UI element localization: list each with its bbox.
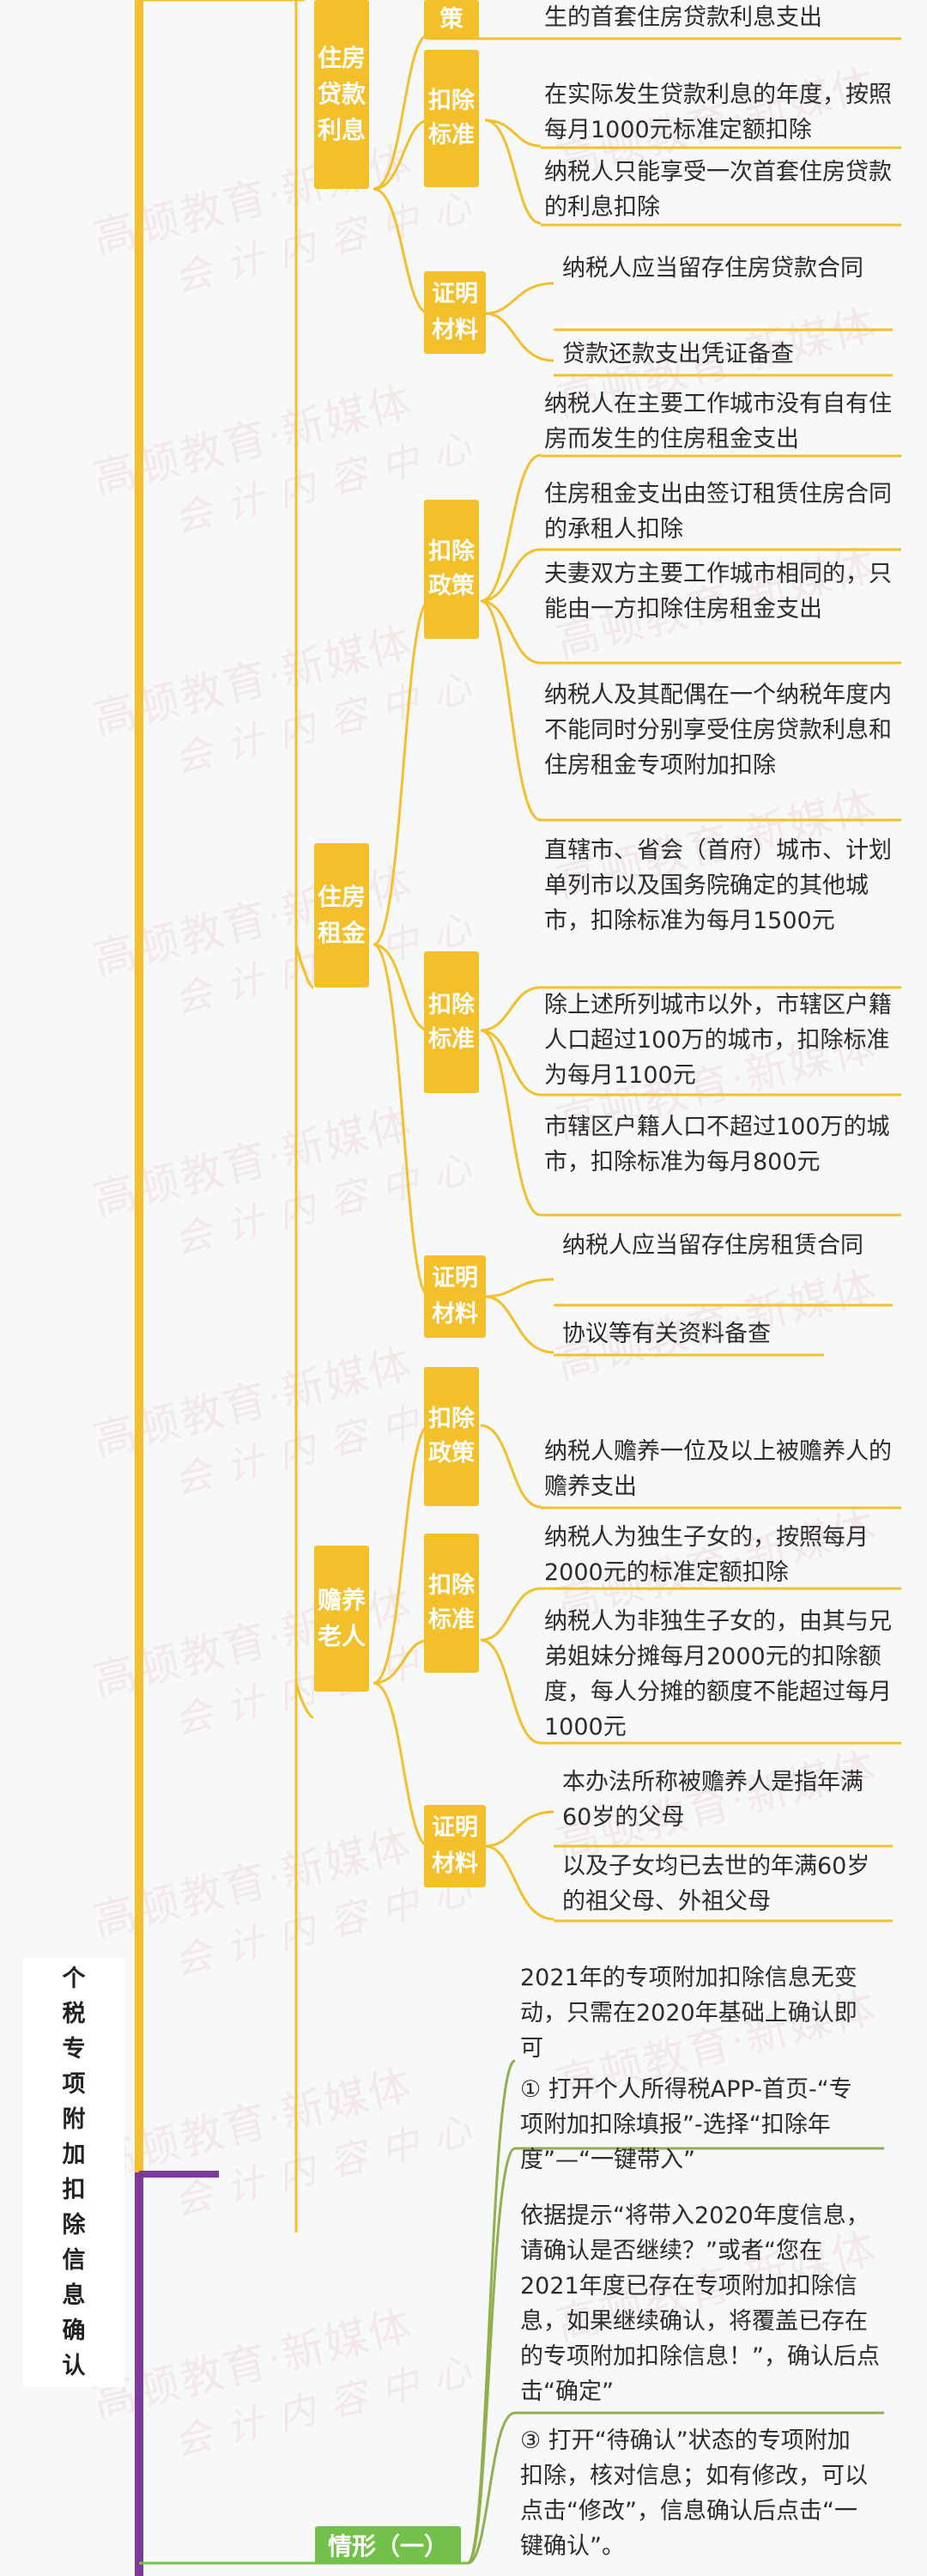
branch-line: [373, 187, 430, 315]
category-label: 赡养老人: [317, 1586, 366, 1650]
leaf-rent-policy-1: 纳税人在主要工作城市没有自有住房而发生的住房租金支出: [544, 391, 892, 453]
label-text: 扣除政策: [428, 1406, 475, 1467]
branch-line: [480, 1029, 542, 1097]
branch-line: [484, 118, 542, 148]
root-topic: 个税专项附加扣除信息确认: [23, 1958, 124, 2387]
label-standard: 扣除标准: [424, 951, 479, 1093]
label-policy: 扣除政策: [424, 500, 479, 639]
category-mortgage: 住房贷款利息: [314, 0, 369, 189]
label-policy: 扣除政策: [424, 1367, 479, 1506]
leaf-rent-evidence-1: 纳税人应当留存住房租赁合同: [562, 1232, 863, 1259]
leaf-rent-standard-1: 直辖市、省会（首府）城市、计划单列市以及国务院确定的其他城市，扣除标准为每月15…: [544, 837, 892, 934]
leaf-rent-standard-2: 除上述所列城市以外，市辖区户籍人口超过100万的城市，扣除标准为每月1100元: [544, 992, 892, 1089]
leaf-elderly-standard-1: 纳税人为独生子女的，按照每月2000元的标准定额扣除: [544, 1524, 869, 1586]
category-elderly: 赡养老人: [314, 1546, 369, 1692]
branch-line: [373, 118, 430, 191]
branch-line: [480, 599, 542, 665]
leaf-elderly-standard-2: 纳税人为非独生子女的，由其与兄弟姐妹分摊每月2000元的扣除额度，每人分摊的额度…: [544, 1608, 892, 1741]
branch-line: [480, 599, 542, 822]
branch-line: [484, 282, 554, 315]
label-evidence: 证明材料: [424, 1805, 486, 1887]
branch-line: [373, 33, 430, 191]
scenario-tag: 情形（一）: [315, 2526, 461, 2564]
branch-line: [373, 1681, 430, 1848]
branch-line: [480, 1638, 542, 1745]
leaf-mortgage-policy: 生的首套住房贷款利息支出: [544, 4, 822, 31]
leaf-mortgage-standard-1: 在实际发生贷款利息的年度，按照每月1000元标准定额扣除: [544, 82, 892, 143]
label-standard: 扣除标准: [424, 1534, 479, 1673]
leaf-mortgage-evidence-1: 纳税人应当留存住房贷款合同: [562, 255, 863, 282]
label-text: 扣除标准: [428, 1572, 475, 1633]
branch-line: [480, 986, 542, 1032]
leaf-mortgage-evidence-2: 贷款还款支出凭证备查: [562, 341, 794, 368]
leaf-rent-policy-4: 纳税人及其配偶在一个纳税年度内不能同时分别享受住房贷款利息和住房租金专项附加扣除: [544, 682, 892, 779]
leaf-rent-evidence-2: 协议等有关资料备查: [562, 1321, 771, 1347]
leaf-scenario-step-2: 依据提示“将带入2020年度信息，请确认是否继续？”或者“您在2021年度已存在…: [520, 2202, 880, 2405]
category-rent: 住房租金: [314, 843, 369, 987]
label-text: 扣除标准: [428, 991, 475, 1053]
category-label: 住房贷款利息: [317, 44, 366, 144]
branch-line: [480, 1424, 542, 1509]
leaf-mortgage-standard-2: 纳税人只能享受一次首套住房贷款的利息扣除: [544, 159, 892, 221]
branch-line: [294, 944, 314, 989]
branch-line: [294, 1682, 314, 1719]
branch-line: [480, 1029, 542, 1217]
label-evidence: 证明材料: [424, 1255, 486, 1338]
label-text: 证明材料: [432, 1265, 478, 1327]
branch-line: [480, 453, 542, 603]
branch-line: [467, 2411, 516, 2565]
leaf-rent-policy-3: 夫妻双方主要工作城市相同的，只能由一方扣除住房租金支出: [544, 561, 892, 623]
branch-line: [373, 943, 430, 1032]
scenario-tag-label: 情形（一）: [327, 2532, 448, 2561]
branch-line: [484, 1295, 554, 1354]
branch-line: [484, 312, 554, 362]
label-text: 策: [439, 6, 464, 33]
leaf-elderly-policy-1: 纳税人赡养一位及以上被赡养人的赡养支出: [544, 1438, 892, 1500]
label-text: 扣除政策: [428, 538, 475, 599]
root-topic-label: 个税专项附加扣除信息确认: [62, 1965, 86, 2379]
label-text: 证明材料: [432, 1814, 478, 1877]
leaf-rent-standard-3: 市辖区户籍人口不超过100万的城市，扣除标准为每月800元: [544, 1114, 890, 1176]
leaf-elderly-evidence-2: 以及子女均已去世的年满60岁的祖父母、外祖父母: [562, 1853, 870, 1915]
label-policy-fragment: 策: [424, 0, 479, 39]
label-evidence: 证明材料: [424, 271, 486, 354]
label-standard: 扣除标准: [424, 50, 479, 187]
branch-line: [484, 118, 542, 225]
leaf-elderly-evidence-1: 本办法所称被赡养人是指年满60岁的父母: [562, 1769, 863, 1831]
leaf-scenario-step-1: ① 打开个人所得税APP-首页-“专项附加扣除填报”-选择“扣除年度”—“一键带…: [520, 2076, 852, 2173]
branch-line: [373, 1638, 430, 1685]
leaf-scenario-intro: 2021年的专项附加扣除信息无变动，只需在2020年基础上确认即可: [520, 1965, 857, 2062]
branch-line: [484, 1844, 554, 1921]
leaf-rent-policy-2: 住房租金支出由签订租赁住房合同的承租人扣除: [544, 481, 892, 543]
category-label: 住房租金: [317, 883, 366, 947]
branch-line: [484, 1278, 554, 1298]
label-text: 证明材料: [432, 281, 478, 343]
branch-line: [480, 1587, 542, 1642]
branch-line: [373, 1424, 430, 1685]
branch-line: [373, 943, 430, 1298]
leaf-scenario-step-3: ③ 打开“待确认”状态的专项附加扣除，核对信息；如有修改，可以点击“修改”，信息…: [520, 2427, 868, 2560]
label-text: 扣除标准: [428, 88, 475, 149]
branch-line: [466, 2147, 516, 2565]
branch-line: [373, 599, 430, 946]
branch-line: [480, 548, 542, 603]
branch-line: [484, 1810, 554, 1848]
